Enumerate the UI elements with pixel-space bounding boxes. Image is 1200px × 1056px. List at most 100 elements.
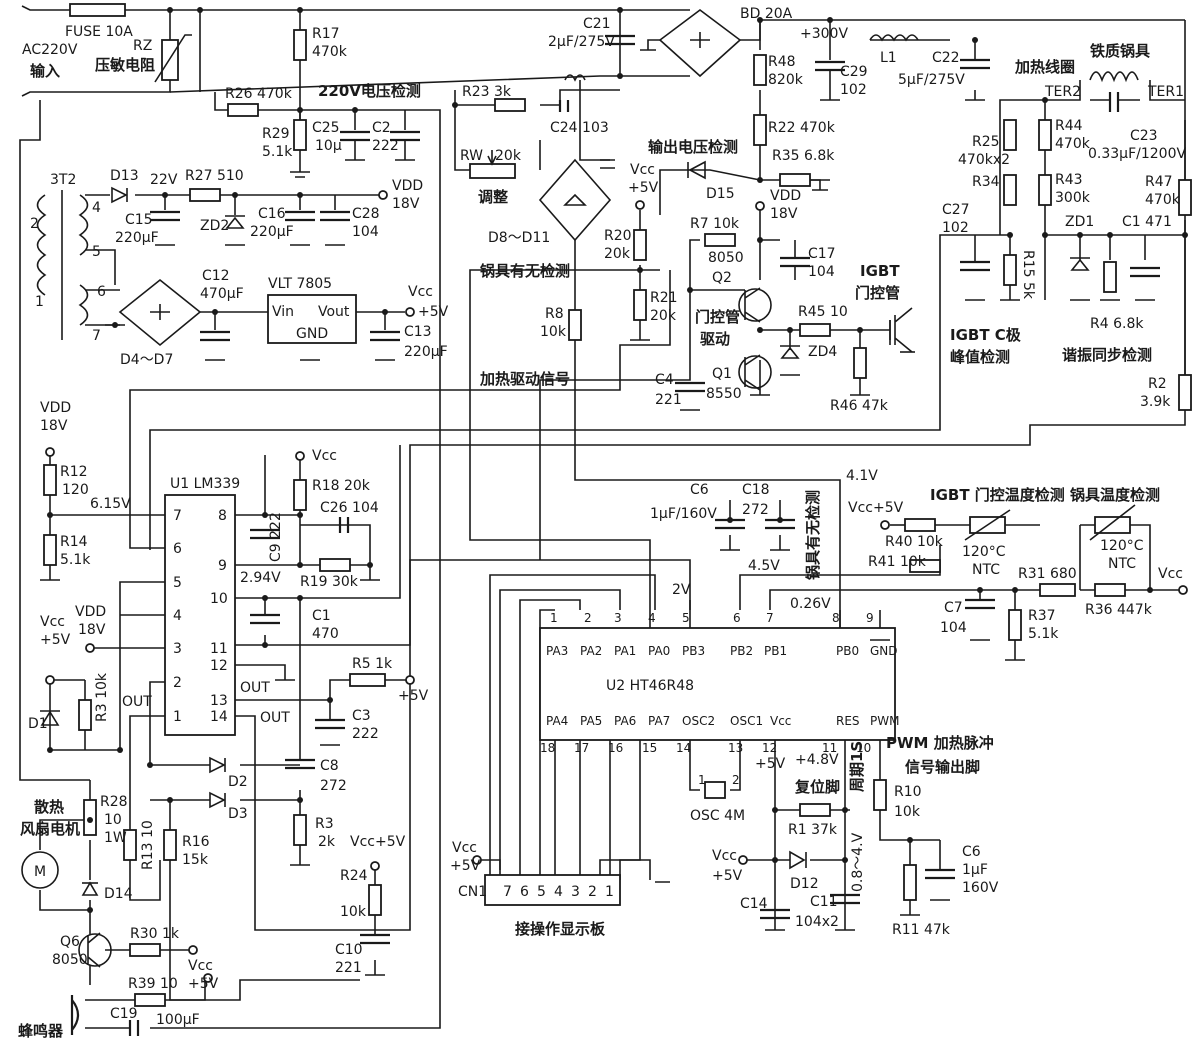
r46-label: R46 47k <box>830 398 889 414</box>
c25-label: C25 <box>312 120 340 136</box>
vin-label: Vin <box>272 304 294 320</box>
igbt-temp-detect-label: IGBT 门控温度检测 <box>930 486 1065 504</box>
v41-label: 4.1V <box>846 468 878 484</box>
c6b-label: C6 <box>962 844 981 860</box>
q6-type: 8050 <box>52 952 88 968</box>
lm339-pin-14: 14 <box>210 709 228 725</box>
buzzer-label: 蜂鸣器 <box>18 1022 64 1040</box>
c6b-voltage: 160V <box>962 880 999 896</box>
period-label: 周期1S <box>848 741 866 792</box>
mcu-pin-7: 7 <box>766 611 774 625</box>
mcu-pin-6: 6 <box>733 611 741 625</box>
mcu-pb1-label: PB1 <box>764 644 787 658</box>
mcu-pin-2: 2 <box>584 611 592 625</box>
r47-value: 470k <box>1145 192 1181 208</box>
mcu-pin-11: 11 <box>822 741 837 755</box>
mcu-pin-13: 13 <box>728 741 743 755</box>
pwm-label-1: PWM 加热脉冲 <box>886 734 994 752</box>
pan-signal-label: 锅具有无检测 <box>804 490 822 580</box>
pan-vcc-label: Vcc <box>630 162 655 178</box>
c23-value: 0.33μF/1200V <box>1088 146 1186 162</box>
power-labels: FUSE 10A RZ 压敏电阻 AC220V 输入 BD 20A +300V … <box>22 6 965 164</box>
wiring <box>19 5 1186 1029</box>
cmp-p5v-label: +5V <box>398 688 429 704</box>
ntc2-type: NTC <box>1108 556 1136 572</box>
components <box>21 3 1192 1036</box>
d2-label: D2 <box>228 774 248 790</box>
d8-d11-label: D8～D11 <box>488 230 550 246</box>
temp-vcc5-label: Vcc+5V <box>848 500 904 516</box>
c13-value: 220μF <box>404 344 448 360</box>
vlt7805-regulator <box>267 294 357 344</box>
mcu-vcc2-label: Vcc <box>712 848 737 864</box>
lm339-label: U1 LM339 <box>170 476 240 492</box>
c7-value: 104 <box>940 620 967 636</box>
r15-label: R15 5k <box>1020 250 1036 300</box>
misc-labels: 散热 风扇电机 R28 10 1W M D14 Q6 8050 R30 1k V… <box>18 794 614 1040</box>
pin-5-label: 5 <box>92 244 101 260</box>
r19-label: R19 30k <box>300 574 359 590</box>
lm339-pin-12: 12 <box>210 658 228 674</box>
p5v-label: +5V <box>418 304 449 320</box>
c6-label: C6 <box>690 482 709 498</box>
pan-labels: R23 3k C24 103 RW 20k 调整 D8～D11 锅具有无检测 R… <box>460 84 735 388</box>
ntc2-label: 120°C <box>1100 538 1144 554</box>
vdd-label: VDD <box>392 178 423 194</box>
vcc-label: Vcc <box>408 284 433 300</box>
mcu-pa1-label: PA1 <box>614 644 636 658</box>
r3-label: R3 10k <box>94 672 110 722</box>
r28-value: 10 <box>104 812 122 828</box>
peak-detect-label-2: 峰值检测 <box>950 348 1010 366</box>
out-label-1: OUT <box>122 694 152 710</box>
gate-drive-label-2: 驱动 <box>700 330 730 348</box>
c10-value: 221 <box>335 960 362 976</box>
d4-d7-label: D4～D7 <box>120 352 173 368</box>
driver-v18-label: 18V <box>770 206 798 222</box>
cn1-pin-6: 6 <box>520 884 529 900</box>
ground-icon <box>40 99 1155 976</box>
c1-470-label: C1 <box>312 608 331 624</box>
driver-vdd-label: VDD <box>770 188 801 204</box>
c8-value: 272 <box>320 778 347 794</box>
cn1-pin-5: 5 <box>537 884 546 900</box>
mcu-pin-1: 1 <box>550 611 558 625</box>
r36-label: R36 447k <box>1085 602 1153 618</box>
c6b-value: 1μF <box>962 862 988 878</box>
c14-label: C14 <box>740 896 768 912</box>
r45-label: R45 10 <box>798 304 848 320</box>
c12-value: 470μF <box>200 286 244 302</box>
cmp-vcc-label: Vcc <box>312 448 337 464</box>
r2-value: 3.9k <box>1140 394 1171 410</box>
r16-value: 15k <box>182 852 209 868</box>
pan-detect-label: 锅具有无检测 <box>480 262 570 280</box>
lm339-pin-10: 10 <box>210 591 228 607</box>
cn1-pin-3: 3 <box>571 884 580 900</box>
c28-value: 104 <box>352 224 379 240</box>
r25-label: R25 <box>972 134 1000 150</box>
mcu-pb2-label: PB2 <box>730 644 753 658</box>
ntc1-type: NTC <box>972 562 1000 578</box>
q6-label: Q6 <box>60 934 80 950</box>
c18-label: C18 <box>742 482 770 498</box>
mcu-pa7-label: PA7 <box>648 714 670 728</box>
pin-6-label: 6 <box>97 284 106 300</box>
c1-470-value: 470 <box>312 626 339 642</box>
q2-type-label: 8050 <box>708 250 744 266</box>
r44-value: 470k <box>1055 136 1091 152</box>
lm339-pin-4: 4 <box>173 608 182 624</box>
cmp-vcc5-label: Vcc+5V <box>350 834 406 850</box>
lm339-pin-5: 5 <box>173 575 182 591</box>
r10-label: R10 <box>894 784 922 800</box>
fuse-label: FUSE 10A <box>65 24 133 40</box>
mcu-osc1-label: OSC1 <box>730 714 763 728</box>
mcu-p5v-label: +5V <box>755 756 786 772</box>
c13-label: C13 <box>404 324 432 340</box>
r48-value: 820k <box>768 72 804 88</box>
r31-label: R31 680 <box>1018 566 1077 582</box>
mcu-pwm-label: PWM <box>870 714 899 728</box>
r26-label: R26 470k <box>225 86 293 102</box>
pin-1-label: 1 <box>35 294 44 310</box>
c4-label: C4 <box>655 372 674 388</box>
r3-2k-label: R3 <box>315 816 334 832</box>
c11-value: 104x2 <box>795 914 839 930</box>
